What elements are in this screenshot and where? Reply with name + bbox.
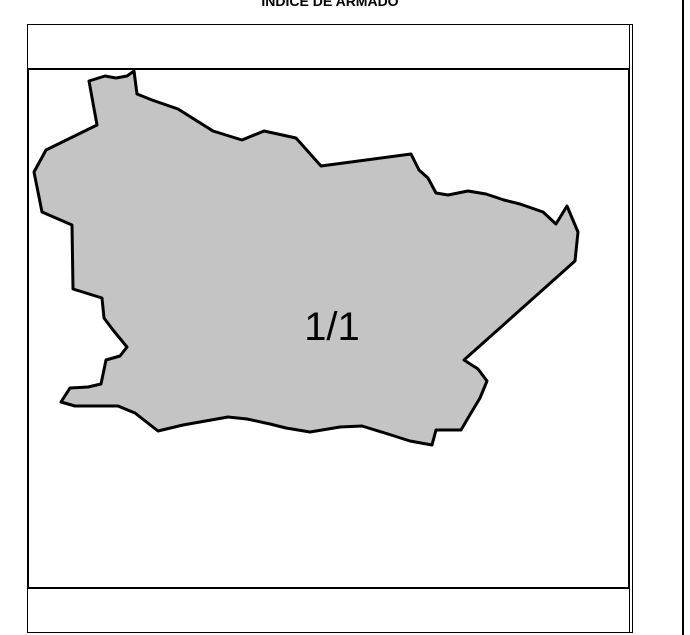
map-title: INDICE DE ARMADO [261, 0, 399, 9]
map-viewport-frame [27, 68, 630, 589]
sheet-label: 1/1 [304, 305, 360, 349]
region-shape[interactable] [32, 69, 580, 447]
right-border-line [682, 0, 684, 635]
